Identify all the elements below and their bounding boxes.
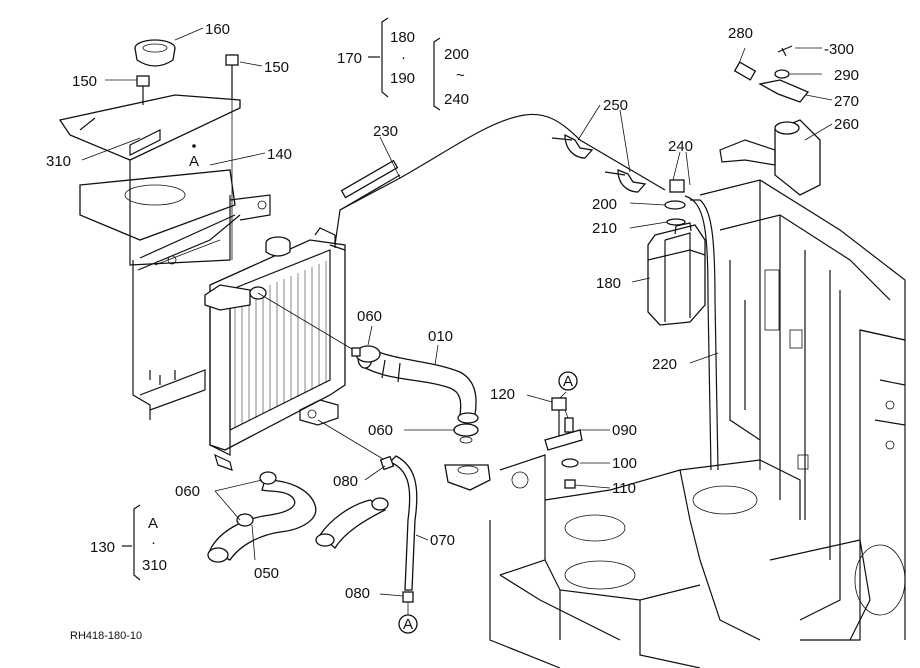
callout-labels: 160 150 150 310 A 140 230 250 240 200 21… (46, 21, 859, 642)
callout-010: 010 (428, 328, 453, 345)
callout-080-lower: 080 (345, 585, 370, 602)
callout-140: 140 (267, 146, 292, 163)
bolt-280 (733, 61, 757, 81)
group-170-dot: · (401, 49, 406, 66)
callout-a-plate: A (189, 153, 199, 170)
washer-100 (561, 458, 579, 468)
group-130: 130 A · 310 (90, 504, 167, 581)
clip-080-lower (402, 591, 414, 603)
callout-080-upper: 080 (333, 473, 358, 490)
washer-290 (774, 69, 790, 79)
callout-060-upper: 060 (357, 308, 382, 325)
radiator-core (204, 227, 346, 471)
clamp-060-lower-a (259, 471, 277, 485)
clamp-250-b (604, 169, 647, 193)
callout-180: 180 (596, 275, 621, 292)
screw-300 (777, 45, 793, 57)
callout-090: 090 (612, 422, 637, 439)
group-130-dot: · (151, 534, 156, 551)
bolt-120 (551, 397, 567, 440)
bolt-150-left (136, 75, 150, 105)
clip-270 (758, 79, 810, 103)
fitting-240 (669, 179, 685, 193)
marker-a-bottom-text: A (403, 616, 413, 633)
callout-110: 110 (612, 480, 636, 497)
clamp-060-mid (453, 423, 479, 444)
marker-a-bolt-text: A (563, 373, 573, 390)
callout-070: 070 (430, 532, 455, 549)
machine-frame (679, 179, 906, 641)
callout-050: 050 (254, 565, 279, 582)
callout-250: 250 (603, 97, 628, 114)
callout-290: 290 (834, 67, 859, 84)
group-200-240-tilde: ~ (456, 67, 465, 84)
group-200-240-top: 200 (444, 46, 469, 63)
bolt-150-right (225, 54, 239, 100)
clip-080-upper (379, 455, 395, 471)
callout-310: 310 (46, 153, 71, 170)
marker-a-bolt: A (558, 371, 578, 391)
callout-060-mid: 060 (368, 422, 393, 439)
callout-220: 220 (652, 356, 677, 373)
callout-240: 240 (668, 138, 693, 155)
callout-280: 280 (728, 25, 753, 42)
callout-100: 100 (612, 455, 637, 472)
reserve-tank-180 (647, 222, 706, 326)
group-170-top: 180 (390, 29, 415, 46)
tank-bracket-260 (719, 119, 821, 196)
reserve-tank-hose-220 (684, 195, 719, 471)
callout-270: 270 (834, 93, 859, 110)
group-200-240: 200 ~ 240 (433, 37, 469, 111)
clamp-060-lower-b (236, 513, 254, 527)
lower-hose-050 (207, 479, 389, 563)
callout-150-right: 150 (264, 59, 289, 76)
callout-200: 200 (592, 196, 617, 213)
nut-110 (564, 479, 576, 489)
group-170: 170 180 · 190 (337, 17, 415, 98)
upper-shroud-plate (58, 94, 271, 420)
callout-120: 120 (490, 386, 515, 403)
group-130-top: A (148, 515, 158, 532)
drawing-code: RH418-180-10 (70, 630, 142, 642)
thermostat-cover (444, 464, 491, 491)
filler-cap-160 (134, 39, 176, 67)
overflow-pipe-230 (334, 113, 666, 246)
callout-210: 210 (592, 220, 617, 237)
group-130-label: 130 (90, 539, 115, 556)
group-130-bottom: 310 (142, 557, 167, 574)
clamp-060-upper (351, 345, 381, 363)
leader-lines (81, 27, 833, 614)
callout-260: 260 (834, 116, 859, 133)
marker-a-bottom: A (398, 614, 418, 634)
washer-200 (664, 200, 686, 210)
group-170-label: 170 (337, 50, 362, 67)
lower-frame (489, 454, 761, 668)
callout-150-left: 150 (72, 73, 97, 90)
group-170-bottom: 190 (390, 70, 415, 87)
callout-230: 230 (373, 123, 398, 140)
callout-060-lower: 060 (175, 483, 200, 500)
clamp-250-a (551, 133, 594, 159)
overflow-hose-070 (388, 455, 418, 591)
callout-160: 160 (205, 21, 230, 38)
bracket-090 (544, 417, 583, 451)
group-200-240-bottom: 240 (444, 91, 469, 108)
callout-300: -300 (824, 41, 854, 58)
